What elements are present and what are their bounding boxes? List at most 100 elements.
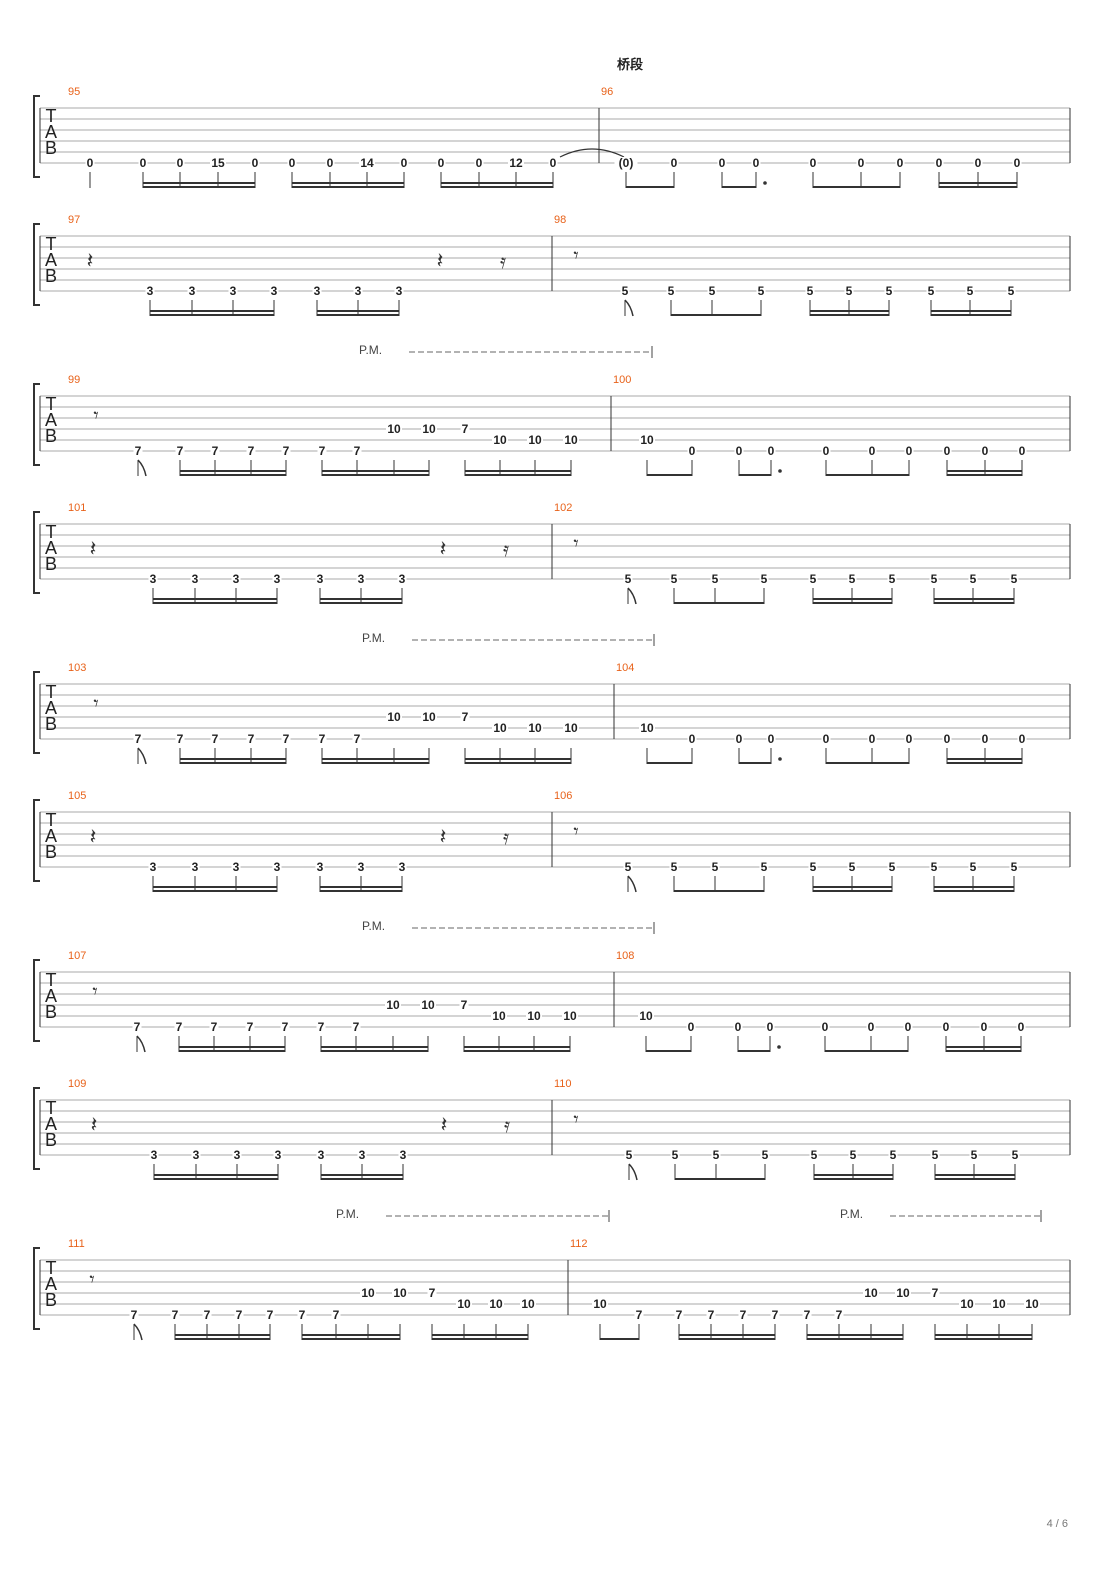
tab-clef-letter: B (45, 426, 57, 446)
fret-mask (234, 1309, 244, 1321)
fret-number: 7 (354, 444, 361, 458)
note-beam (671, 314, 761, 316)
fret-mask (474, 157, 484, 169)
system-bracket (33, 95, 40, 178)
fret-number: 0 (1019, 732, 1026, 746)
fret-mask (766, 733, 776, 745)
fret-number: 7 (134, 1020, 141, 1034)
fret-number: 5 (849, 572, 856, 586)
fret-mask (756, 285, 766, 297)
fret-mask (397, 861, 407, 873)
quarter-rest: 𝄽 (87, 248, 94, 273)
note-beam (946, 1046, 1021, 1048)
fret-mask (706, 1309, 716, 1321)
fret-mask (231, 861, 241, 873)
fret-number: 0 (438, 156, 445, 170)
fret-number: 7 (462, 710, 469, 724)
fret-mask (133, 445, 143, 457)
measure-number: 111 (68, 1238, 85, 1250)
fret-mask (929, 573, 939, 585)
fret-mask (863, 1287, 879, 1299)
fret-number: 7 (461, 998, 468, 1012)
system-bracket (33, 799, 40, 882)
fret-mask (280, 1021, 290, 1033)
fret-number: 15 (211, 156, 225, 170)
fret-number: 0 (906, 732, 913, 746)
fret-mask (808, 573, 818, 585)
fret-number: 3 (274, 572, 281, 586)
fret-number: 7 (353, 1020, 360, 1034)
fret-mask (1017, 445, 1027, 457)
tab-clef-letter: B (45, 554, 57, 574)
fret-number: 3 (275, 1148, 282, 1162)
fret-number: 10 (493, 721, 507, 735)
fret-mask (281, 733, 291, 745)
fret-mask (174, 1021, 184, 1033)
measure-number: 100 (613, 374, 631, 386)
measure-number: 112 (570, 1238, 588, 1250)
eighth-rest: 𝄾 (573, 1109, 578, 1131)
fret-mask (360, 1287, 376, 1299)
fret-number: 10 (896, 1286, 910, 1300)
fret-mask (356, 861, 366, 873)
fret-number: 10 (489, 1297, 503, 1311)
note-beam (154, 1174, 278, 1176)
measure-number: 106 (554, 790, 572, 802)
fret-mask (968, 861, 978, 873)
note-beam (935, 1174, 1015, 1176)
fret-number: 5 (762, 1148, 769, 1162)
fret-mask (386, 423, 402, 435)
note-beam (179, 1050, 285, 1052)
tab-clef-letter: A (45, 986, 57, 1006)
tab-clef-letter: T (46, 970, 57, 990)
note-beam (826, 762, 909, 764)
fret-number: 10 (639, 1009, 653, 1023)
fret-number: 10 (593, 1297, 607, 1311)
fret-mask (1016, 1021, 1026, 1033)
fret-number: 0 (87, 156, 94, 170)
fret-mask (888, 1149, 898, 1161)
fret-number: 5 (807, 284, 814, 298)
note-beam (320, 890, 402, 892)
note-beam (810, 310, 889, 312)
fret-mask (492, 722, 508, 734)
page-number: 4 / 6 (1046, 1518, 1068, 1530)
fret-number: 0 (1018, 1020, 1025, 1034)
tab-clef-letter: B (45, 714, 57, 734)
fret-mask (759, 861, 769, 873)
fret-mask (969, 1149, 979, 1161)
fret-mask (847, 573, 857, 585)
fret-number: 0 (177, 156, 184, 170)
fret-number: 3 (147, 284, 154, 298)
fret-number: 5 (671, 572, 678, 586)
tab-clef-letter: T (46, 1098, 57, 1118)
fret-mask (848, 1149, 858, 1161)
measure-number: 99 (68, 374, 80, 386)
note-beam (947, 762, 1022, 764)
fret-number: 7 (804, 1308, 811, 1322)
note-beam (432, 1338, 528, 1340)
system-bracket (33, 959, 40, 1042)
palm-mute-label: P.M. (359, 343, 382, 357)
fret-mask (847, 861, 857, 873)
note-beam (153, 598, 277, 600)
fret-number: 0 (906, 444, 913, 458)
fret-number: 5 (668, 284, 675, 298)
sixteenth-rest: 𝄿 (503, 539, 509, 561)
quarter-rest: 𝄽 (90, 536, 97, 561)
fret-number: 7 (248, 732, 255, 746)
fret-number: 5 (931, 860, 938, 874)
fret-number: 0 (736, 732, 743, 746)
fret-mask (717, 157, 727, 169)
fret-mask (809, 1149, 819, 1161)
fret-number: 7 (676, 1308, 683, 1322)
fret-number: 7 (636, 1308, 643, 1322)
fret-number: 7 (429, 1286, 436, 1300)
note-beam (739, 762, 771, 764)
fret-mask (250, 157, 260, 169)
fret-mask (421, 423, 437, 435)
fret-mask (392, 1287, 408, 1299)
note-beam (934, 890, 1014, 892)
note-beam (947, 470, 1022, 472)
